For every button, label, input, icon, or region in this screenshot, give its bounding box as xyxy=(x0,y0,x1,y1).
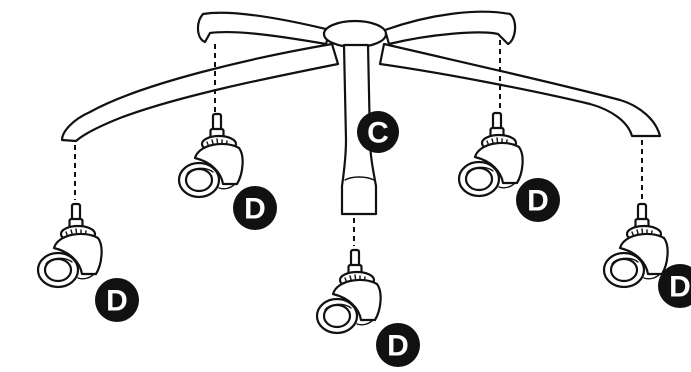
caster-wheel-2 xyxy=(177,112,244,199)
label-badge-base-post: C xyxy=(357,111,399,153)
back-right-arm xyxy=(383,10,517,46)
caster-wheel-1 xyxy=(36,202,103,289)
label-badge-caster-5: D xyxy=(658,264,691,308)
label-caster-2: D xyxy=(244,193,266,226)
label-badge-caster-4: D xyxy=(516,178,560,222)
center-hub xyxy=(322,19,388,49)
label-caster-5: D xyxy=(669,271,691,304)
label-badge-caster-2: D xyxy=(233,186,277,230)
label-base-post: C xyxy=(367,117,389,150)
star-base xyxy=(60,10,662,216)
back-left-arm xyxy=(196,11,332,46)
insertion-guides xyxy=(74,40,643,246)
front-right-arm xyxy=(378,42,662,138)
label-badge-caster-3: D xyxy=(376,323,420,367)
label-caster-4: D xyxy=(527,185,549,218)
front-left-arm xyxy=(60,42,340,143)
label-caster-1: D xyxy=(106,285,128,318)
caster-wheel-4 xyxy=(457,111,524,198)
label-badge-caster-1: D xyxy=(95,278,139,322)
caster-wheel-5 xyxy=(602,202,669,289)
label-caster-3: D xyxy=(387,330,409,363)
caster-wheel-3 xyxy=(315,248,382,335)
